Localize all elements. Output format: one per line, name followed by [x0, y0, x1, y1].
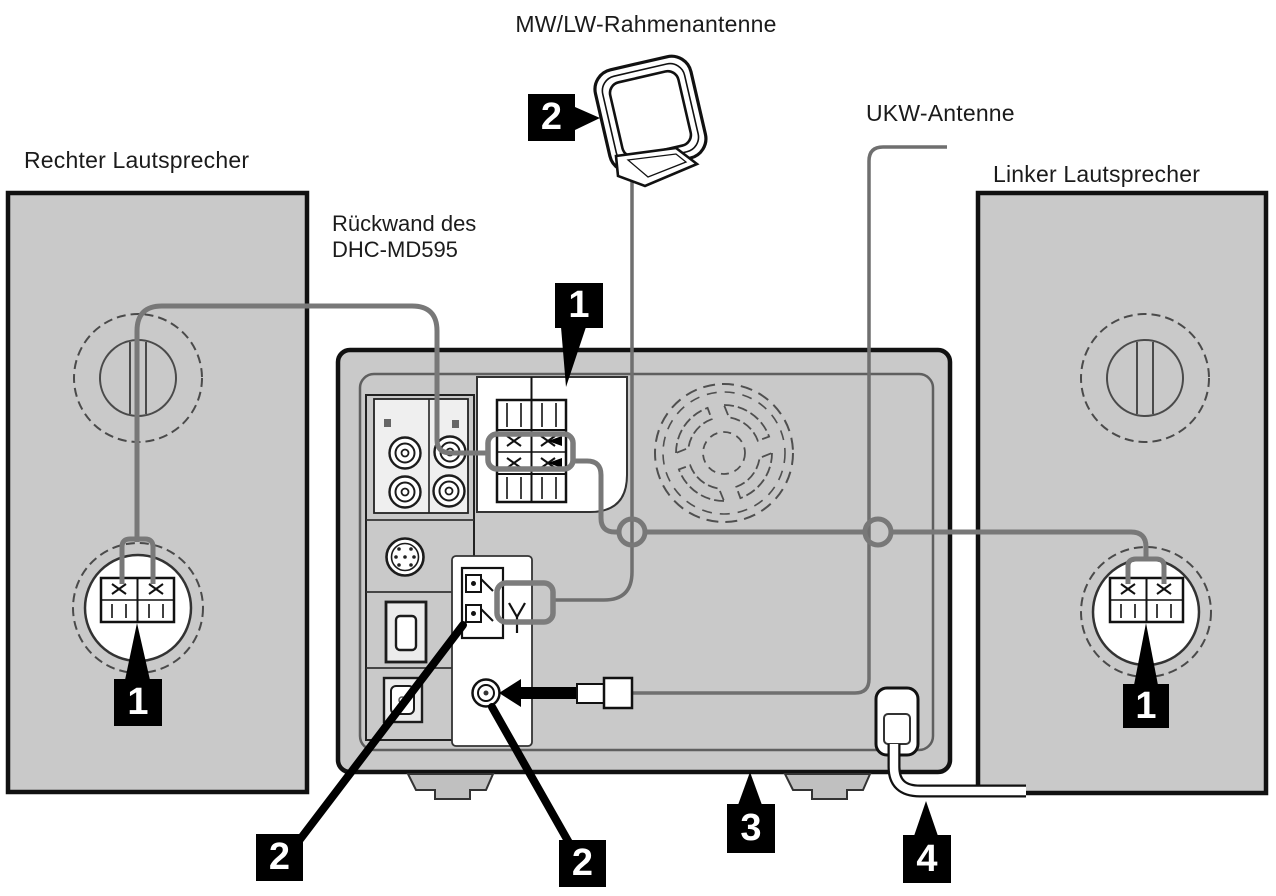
- callout-1-right-speaker: 1: [114, 679, 162, 726]
- rca-jack-group: [373, 398, 469, 514]
- fm-antenna-wire: [632, 145, 947, 695]
- callout-4-power-cord: 4: [903, 835, 951, 883]
- speaker-terminal: [72, 542, 204, 674]
- insert-arrow-icon: [499, 679, 577, 707]
- callout-1-left-speaker: 1: [1123, 684, 1169, 728]
- fm-plug: [499, 676, 634, 710]
- callout-2-fm-jack: 2: [559, 840, 606, 887]
- right-speaker-cable: [119, 303, 488, 584]
- terminal-wire-wrap: [485, 431, 576, 625]
- left-speaker-cable: [573, 458, 1167, 584]
- insert-arrow-icon: [548, 436, 562, 468]
- cable-crossover-icon: [862, 516, 894, 548]
- unit-foot: [406, 773, 872, 800]
- rear-panel-label-line1: Rückwand des: [332, 211, 477, 236]
- left-speaker-label: Linker Lautsprecher: [993, 161, 1201, 187]
- right-speaker-label: Rechter Lautsprecher: [24, 147, 250, 173]
- speaker-terminal-panel: [476, 376, 628, 513]
- am-antenna-wire: [553, 180, 634, 602]
- connector-column: [365, 394, 475, 741]
- callout-pointers: [125, 107, 1158, 836]
- rear-panel-label: Rückwand des DHC-MD595: [332, 211, 476, 263]
- loop-antenna-label: MW/LW-Rahmenantenne: [515, 11, 777, 37]
- power-switch: [384, 600, 428, 664]
- left-speaker-box: [975, 190, 1269, 796]
- callout-1-unit: 1: [555, 283, 603, 328]
- cable-crossover-icon: [616, 516, 648, 548]
- din-socket-icon: [385, 537, 425, 577]
- am-clip: [465, 574, 494, 623]
- callout-2-am-terminal: 2: [256, 834, 303, 881]
- rear-panel-label-line2: DHC-MD595: [332, 237, 458, 262]
- fan-icon: [654, 383, 794, 523]
- callout-2-antenna: 2: [528, 94, 575, 141]
- power-cord: [887, 744, 1026, 798]
- fm-antenna-label: UKW-Antenne: [866, 100, 1015, 126]
- main-unit-rear-panel: [335, 347, 953, 800]
- fm-coax-jack: [471, 678, 501, 708]
- callout-3-unit-bottom: 3: [727, 804, 775, 853]
- loop-antenna: [593, 54, 708, 188]
- speaker-port-icon: [1080, 313, 1210, 443]
- callout-leader-lines: [291, 621, 576, 852]
